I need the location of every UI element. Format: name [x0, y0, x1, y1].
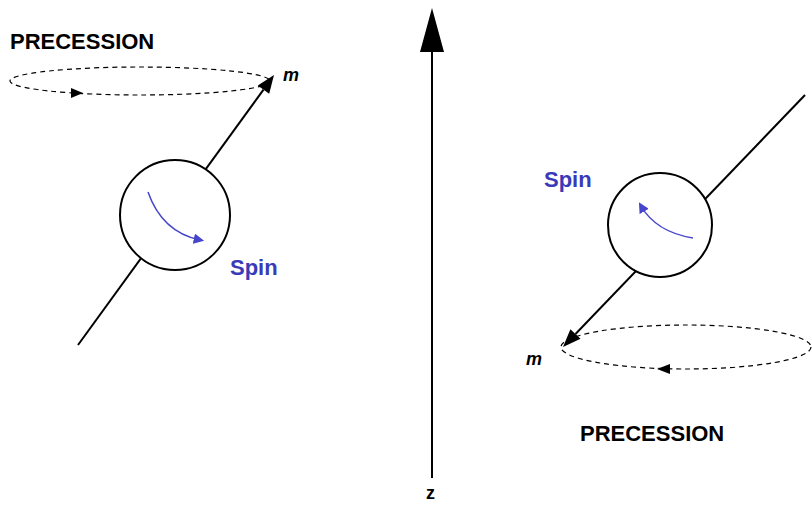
axis-label: z: [426, 484, 435, 504]
spinning-particle: [120, 160, 230, 270]
orbit-arrowhead: [71, 88, 83, 98]
moment-label: m: [526, 350, 542, 370]
moment-axis: [78, 90, 264, 345]
moment-label: m: [283, 66, 299, 86]
spin-arrow: [641, 206, 693, 238]
spin-label: Spin: [544, 168, 592, 192]
precession-orbit: [561, 325, 811, 369]
spinning-particle: [608, 173, 712, 277]
z-axis: [431, 48, 433, 478]
precession-label: PRECESSION: [10, 30, 154, 54]
spin-label: Spin: [230, 256, 278, 280]
spin-arrow: [148, 192, 200, 240]
precession-orbit: [10, 67, 270, 95]
z-arrowhead: [420, 8, 444, 52]
moment-axis: [576, 95, 806, 334]
precession-label: PRECESSION: [580, 422, 724, 446]
orbit-arrowhead: [657, 364, 670, 374]
moment-arrowhead: [258, 75, 274, 94]
